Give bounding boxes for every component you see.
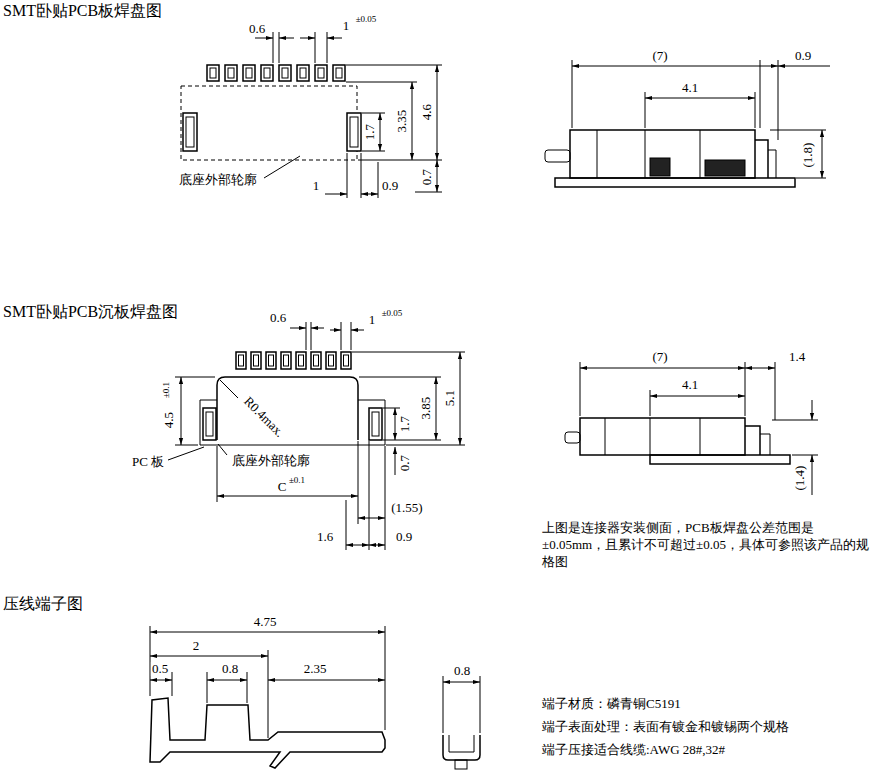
dimension-label: (1.55) [390,501,423,515]
note-text: 端子表面处理：表面有镀金和镀锡两个规格 [541,720,790,734]
dimension-label: 4.1 [681,378,699,392]
dimension-label: 1.7 [363,123,377,141]
section-title: SMT卧贴PCB板焊盘图 [2,3,163,20]
dimension-label: 4.5 [162,411,176,429]
dimension-label: (1.8) [801,142,815,169]
dimension-label: 4.1 [681,81,699,95]
dimension-label: 1.4 [788,350,806,364]
dimension-label: (7) [651,350,668,364]
dimension-label: ±0.1 [162,381,171,399]
dimension-label: 0.8 [453,664,471,678]
dimension-label: 4.6 [420,103,434,121]
dimension-label: R0.4max. [241,394,288,441]
dimension-label: 4.75 [253,615,278,629]
dimension-label: 0.9 [395,530,413,544]
dimension-label: 0.7 [420,168,434,186]
dimension-label: 1 [312,179,321,193]
dimension-label: 0.6 [269,311,287,325]
dimension-label: (1.4) [793,465,807,492]
dimension-label: C [277,480,288,494]
dimension-label: 0.9 [794,49,812,63]
dimension-label: 5.1 [443,389,457,407]
dimension-label: 1.6 [316,530,334,544]
dimension-label: 0.6 [248,22,266,36]
section-title: 压线端子图 [2,596,84,613]
dimension-label: ±0.1 [288,476,306,485]
dimension-label: 0.9 [381,179,399,193]
note-text: 上图是连接器安装侧面，PCB板焊盘公差范围是±0.05mm，且累计不可超过±0.… [541,520,873,571]
outline-label: 底座外部轮廓 [231,454,311,468]
dimension-label: 0.7 [398,454,412,472]
board-label: PC 板 [131,455,165,469]
section-title: SMT卧贴PCB沉板焊盘图 [2,304,179,321]
dimension-label: 2.35 [303,662,328,676]
dimension-label: ±0.05 [381,309,404,318]
dimension-label: 0.8 [221,662,239,676]
dimension-label: 3.85 [419,396,433,421]
dimension-label: 0.5 [151,662,169,676]
note-text: 端子压接适合线缆:AWG 28#,32# [541,743,726,757]
dimension-label: 1 [342,19,351,33]
dimension-label: ±0.05 [355,15,378,24]
outline-label: 底座外部轮廓 [178,173,258,187]
dimension-label: 2 [192,639,201,653]
dimension-label: 1.7 [398,415,412,433]
dimension-label: 1 [368,313,377,327]
note-text: 端子材质：磷青铜C5191 [541,697,682,711]
dimension-label: (7) [651,49,668,63]
dimension-label: 3.35 [395,109,409,134]
